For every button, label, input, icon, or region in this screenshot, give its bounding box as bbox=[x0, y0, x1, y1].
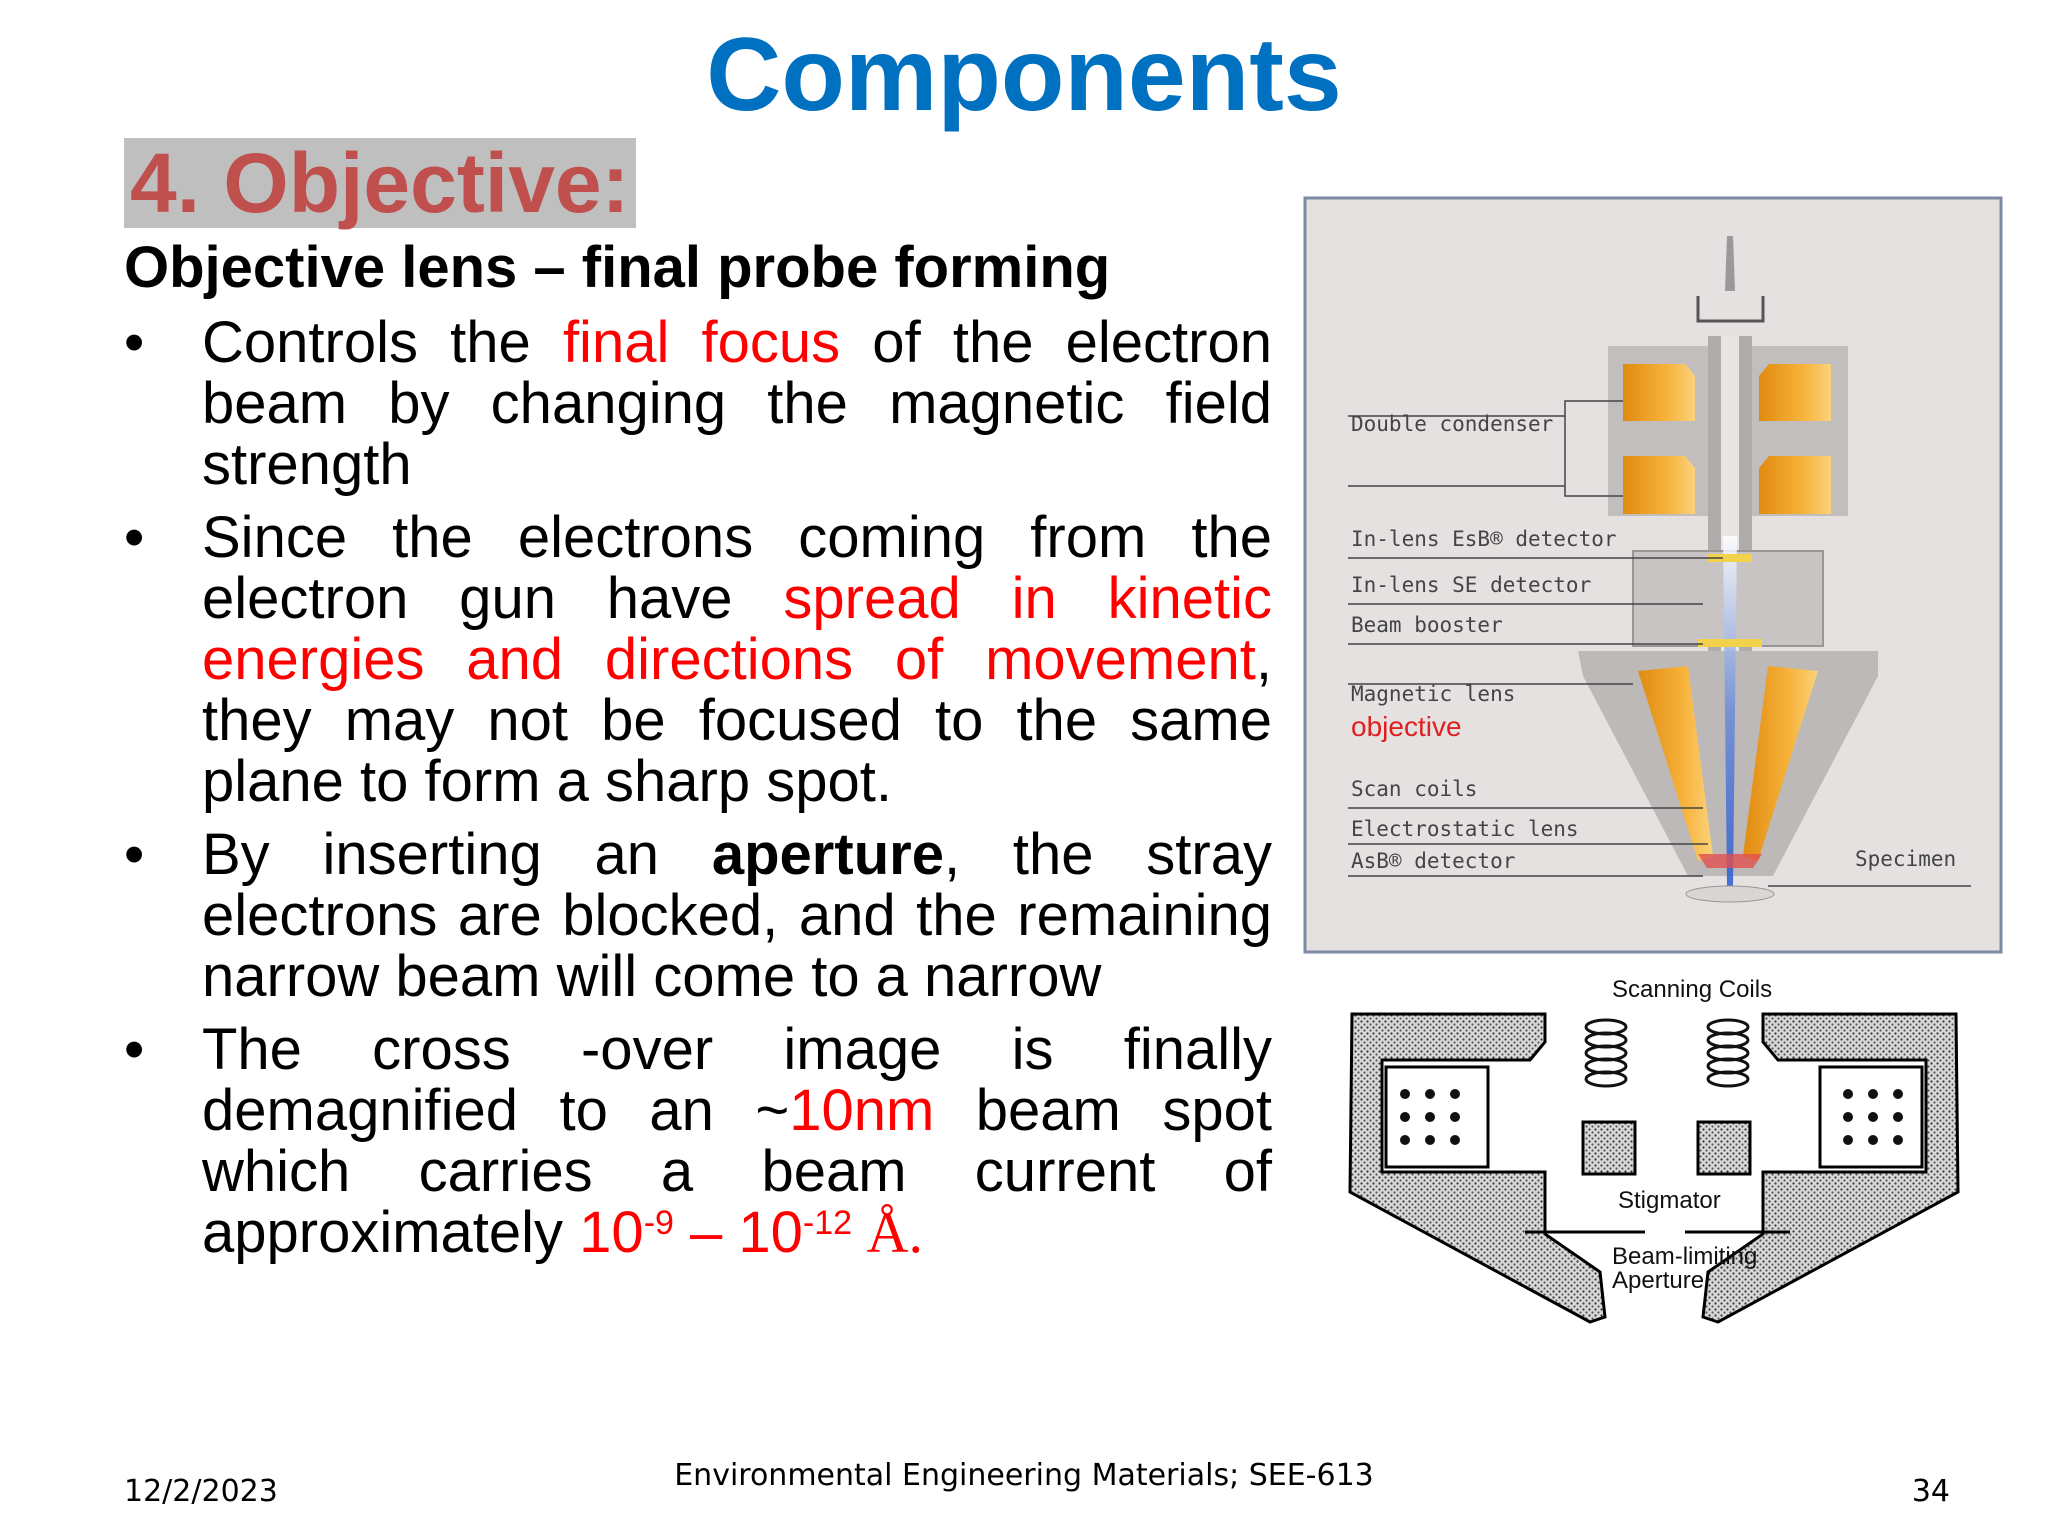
label-beam-booster: Beam booster bbox=[1351, 613, 1503, 637]
scanning-coils-right bbox=[1706, 1018, 1750, 1088]
bullet-text: The cross -over image is finally demagni… bbox=[202, 1017, 1272, 1143]
objective-coil-left bbox=[1638, 666, 1713, 861]
objective-coil-right bbox=[1743, 666, 1818, 861]
superscript: -12 bbox=[802, 1204, 853, 1242]
asb-detector-mark bbox=[1698, 854, 1762, 868]
label-specimen: Specimen bbox=[1855, 847, 1956, 871]
highlight-text: final focus bbox=[562, 310, 841, 375]
label-se-detector: In-lens SE detector bbox=[1351, 573, 1591, 597]
highlight-text: 10nm bbox=[789, 1078, 935, 1143]
bullet-item: • Since the electrons coming from the el… bbox=[124, 507, 1272, 812]
page-number: 34 bbox=[1911, 1474, 1950, 1509]
footer-course: Environmental Engineering Materials; SEE… bbox=[674, 1458, 1374, 1493]
left-coil-windings bbox=[1400, 1089, 1460, 1145]
stigmator-right bbox=[1696, 1120, 1752, 1176]
bullet-text: , the stray electrons are blocked, and t… bbox=[202, 822, 1272, 1009]
se-detector-mark bbox=[1698, 639, 1762, 647]
bullet-item: • Controls the final focus of the electr… bbox=[124, 312, 1272, 495]
bullet-item: • By inserting an aperture, the stray el… bbox=[124, 824, 1272, 1007]
label-aperture-line1: Beam-limiting bbox=[1612, 1243, 1757, 1270]
label-esb-detector: In-lens EsB® detector bbox=[1351, 527, 1617, 551]
label-double-condenser: Double condenser bbox=[1351, 412, 1553, 436]
bullet-text: of the electron beam by changing the mag… bbox=[202, 310, 1272, 497]
bullet-item: • The cross -over image is finally demag… bbox=[124, 1019, 1272, 1263]
bullet-text: beam spot which carries a beam current o… bbox=[202, 1078, 1272, 1265]
right-pole-piece bbox=[1701, 1012, 1960, 1324]
condenser-coils bbox=[1623, 364, 1831, 514]
label-scanning-coils: Scanning Coils bbox=[1612, 976, 1772, 1003]
electron-beam bbox=[1723, 536, 1737, 886]
bullet-dot: • bbox=[124, 505, 145, 570]
label-objective: objective bbox=[1351, 711, 1462, 742]
bullet-text: Since the electrons coming from the elec… bbox=[202, 505, 1272, 631]
label-scan-coils: Scan coils bbox=[1351, 777, 1477, 801]
specimen-stage bbox=[1685, 885, 1775, 903]
section-heading: 4. Objective: bbox=[124, 138, 636, 228]
scanning-coils-left bbox=[1584, 1018, 1628, 1088]
bullet-dot: • bbox=[124, 1017, 145, 1082]
stigmator-left bbox=[1581, 1120, 1637, 1176]
highlight-text: 10 bbox=[579, 1200, 644, 1265]
objective-lens-diagram: Scanning Coils Stigmator Beam-limiting A… bbox=[1348, 976, 1960, 1324]
left-pole-piece bbox=[1348, 1012, 1607, 1324]
highlight-text: – 10 bbox=[673, 1200, 803, 1265]
bullet-dot: • bbox=[124, 310, 145, 375]
slide-subtitle: Objective lens – final probe forming bbox=[124, 235, 1111, 300]
highlight-text: spread in kinetic energies and direction… bbox=[202, 566, 1272, 692]
bullet-list: • Controls the final focus of the electr… bbox=[124, 312, 1272, 1275]
label-magnetic-lens: Magnetic lens bbox=[1351, 682, 1515, 706]
leader-lines bbox=[1348, 400, 1971, 887]
footer-date: 12/2/2023 bbox=[124, 1474, 278, 1509]
bullet-text: Controls the bbox=[202, 310, 563, 375]
label-asb-detector: AsB® detector bbox=[1351, 849, 1515, 873]
esb-detector-mark bbox=[1708, 554, 1752, 562]
label-stigmator: Stigmator bbox=[1618, 1187, 1721, 1214]
bold-term: aperture bbox=[711, 822, 944, 887]
label-electrostatic-lens: Electrostatic lens bbox=[1351, 817, 1579, 841]
right-coil-windings bbox=[1843, 1089, 1903, 1145]
angstrom-unit: Å. bbox=[852, 1200, 923, 1265]
superscript: -9 bbox=[643, 1204, 674, 1242]
slide-title: Components bbox=[706, 17, 1342, 133]
bullet-dot: • bbox=[124, 822, 145, 887]
bullet-text: By inserting an bbox=[202, 822, 712, 887]
label-aperture-line2: Aperture bbox=[1612, 1267, 1704, 1294]
anode-shape bbox=[1696, 296, 1765, 323]
bullet-text: , they may not be focused to the same pl… bbox=[202, 627, 1272, 814]
electron-gun-tip bbox=[1725, 236, 1735, 291]
sem-column-diagram: Double condenser In-lens EsB® detector I… bbox=[1303, 196, 2003, 954]
